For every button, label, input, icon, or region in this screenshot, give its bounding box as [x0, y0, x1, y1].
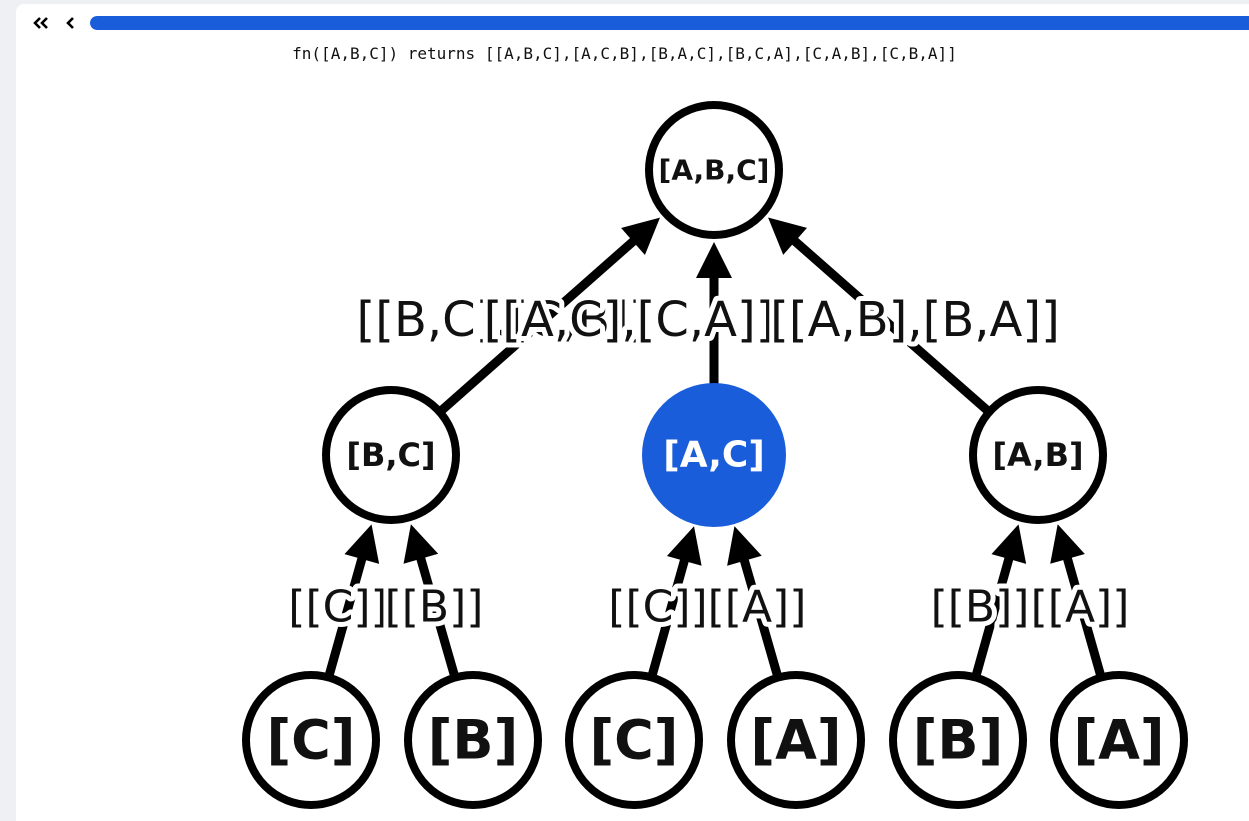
node-level2-1[interactable]: [B]	[404, 671, 542, 809]
node-level2-3-circle	[727, 671, 865, 809]
edge-level2-1	[409, 534, 460, 678]
edge-label-level2-4: [[B]]	[931, 582, 1030, 633]
edge-label-level2-3: [[A]]	[708, 582, 807, 633]
node-level2-1-circle	[404, 671, 542, 809]
edge-level1-0	[437, 222, 654, 415]
node-level2-5-circle	[1050, 671, 1188, 809]
node-level2-0[interactable]: [C]	[242, 671, 380, 809]
edge-label-level1-2: [[A,B],[B,A]]	[770, 292, 1060, 348]
node-level2-1-label: [B]	[428, 709, 519, 772]
node-level2-4[interactable]: [B]	[889, 671, 1027, 809]
node-level2-4-label: [B]	[913, 709, 1004, 772]
node-level1-0-label: [B,C]	[346, 436, 435, 474]
edge-level2-2-arrowhead	[666, 526, 702, 566]
edge-level1-0-arrowhead	[621, 217, 661, 255]
chevron-left-icon	[66, 17, 74, 29]
edge-level2-0-arrowhead	[344, 524, 380, 564]
node-level1-2[interactable]: [A,B]	[969, 386, 1107, 524]
step-progress-bar[interactable]	[90, 16, 1249, 30]
node-level2-3[interactable]: [A]	[727, 671, 865, 809]
edge-level2-3-arrowhead	[727, 526, 762, 566]
edge-level2-3	[733, 536, 783, 678]
node-level2-0-label: [C]	[267, 709, 356, 772]
edge-label-level2-0: [[C]]	[288, 582, 387, 633]
node-root[interactable]: [A,B,C]	[645, 101, 783, 239]
edge-label-level2-2: [[C]]	[608, 582, 707, 633]
node-level1-0[interactable]: [B,C]	[322, 386, 460, 524]
edge-level2-5	[1056, 534, 1106, 678]
edge-level2-4	[971, 534, 1020, 678]
edge-level1-1-arrowhead	[696, 242, 732, 278]
double-chevron-left-icon	[33, 17, 48, 29]
node-level1-0-circle	[322, 386, 460, 524]
node-level1-2-label: [A,B]	[992, 436, 1083, 474]
node-level2-5-label: [A]	[1073, 709, 1164, 772]
edge-label-level1-0: [[B,C],[C,B]]	[356, 292, 647, 348]
node-root-circle	[645, 101, 783, 239]
first-step-button[interactable]	[30, 12, 52, 34]
node-level1-1-circle	[642, 383, 786, 527]
node-level2-2-circle	[565, 671, 703, 809]
edge-level2-4-arrowhead	[991, 524, 1027, 564]
edge-level2-5-arrowhead	[1050, 524, 1085, 564]
edge-label-level1-1: [[A,C],[C,A]]	[484, 292, 775, 348]
node-level1-1[interactable]: [A,C]	[642, 383, 786, 527]
edge-level2-1-arrowhead	[403, 524, 439, 564]
edge-level2-0	[324, 534, 373, 678]
edge-level2-2	[647, 536, 696, 678]
previous-step-button[interactable]	[60, 12, 82, 34]
node-level2-2[interactable]: [C]	[565, 671, 703, 809]
node-level1-2-circle	[969, 386, 1107, 524]
node-level1-1-label: [A,C]	[663, 435, 765, 476]
edge-level1-2-arrowhead	[768, 217, 807, 255]
edge-label-level2-1: [[B]]	[385, 582, 484, 633]
step-progress-fill	[90, 16, 1249, 30]
node-level2-4-circle	[889, 671, 1027, 809]
node-level2-3-label: [A]	[750, 709, 841, 772]
edge-level1-2	[774, 222, 992, 415]
node-root-label: [A,B,C]	[659, 154, 770, 187]
edge-label-level2-5: [[A]]	[1031, 582, 1130, 633]
result-caption: fn([A,B,C]) returns [[A,B,C],[A,C,B],[B,…	[292, 44, 957, 63]
node-level2-5[interactable]: [A]	[1050, 671, 1188, 809]
node-level2-2-label: [C]	[590, 709, 679, 772]
node-level2-0-circle	[242, 671, 380, 809]
